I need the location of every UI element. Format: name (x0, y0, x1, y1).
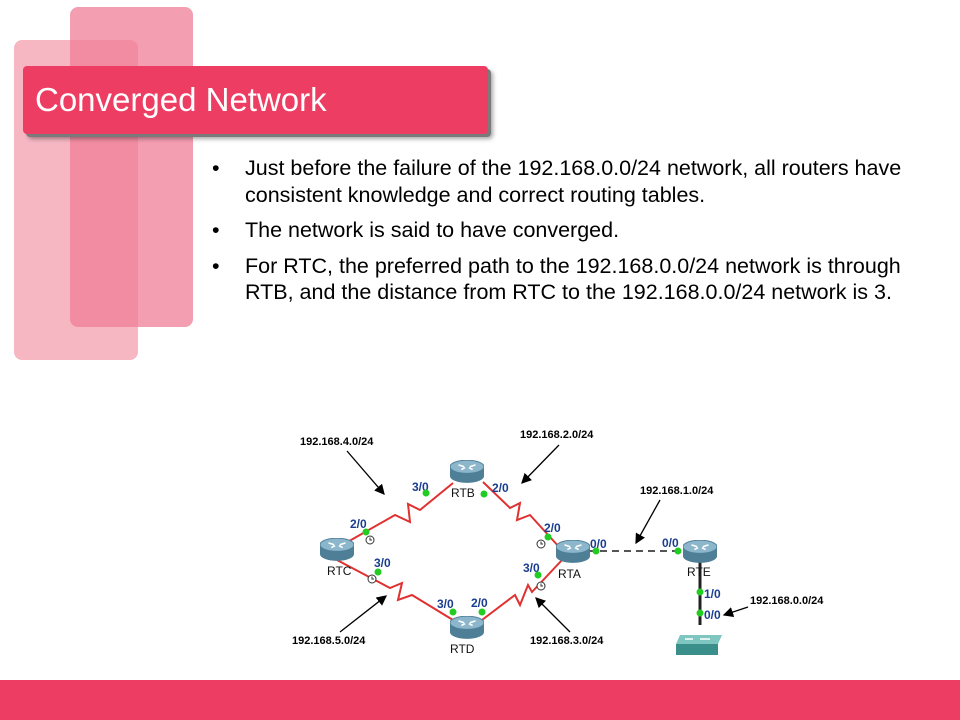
network-label: 192.168.3.0/24 (530, 635, 604, 647)
network-label: 192.168.1.0/24 (640, 485, 714, 497)
port-indicator (478, 608, 486, 616)
router-rte-icon[interactable] (683, 540, 717, 563)
bullet-item: • For RTC, the preferred path to the 192… (212, 253, 912, 306)
serial-link-rtc-rtb (336, 482, 454, 549)
port-indicator (696, 609, 704, 617)
network-label: 192.168.0.0/24 (750, 595, 824, 607)
router-rtc-icon[interactable] (320, 538, 354, 561)
port-label: 3/0 (437, 597, 454, 611)
callout-arrow (346, 450, 385, 495)
bullet-marker: • (212, 218, 220, 242)
router-label-rte: RTE (687, 565, 711, 579)
router-label-rtb: RTB (451, 486, 475, 500)
network-label: 192.168.2.0/24 (520, 429, 594, 441)
clock-icon (367, 574, 377, 584)
router-label-rtd: RTD (450, 642, 475, 656)
bullet-text: The network is said to have converged. (245, 218, 620, 242)
callout-arrow (339, 595, 388, 633)
bullet-list: • Just before the failure of the 192.168… (212, 155, 912, 315)
clock-icon (365, 535, 375, 545)
footer-bar (0, 680, 960, 720)
bullet-marker: • (212, 253, 220, 278)
port-indicator (422, 489, 430, 497)
serial-link-rtc-rtd (336, 559, 454, 621)
slide-title: Converged Network (35, 81, 327, 118)
port-label: 3/0 (523, 561, 540, 575)
port-label: 2/0 (471, 596, 488, 610)
port-indicator (544, 533, 552, 541)
bullet-text: Just before the failure of the 192.168.0… (245, 156, 902, 207)
bullet-marker: • (212, 156, 220, 180)
port-label: 0/0 (662, 536, 679, 550)
clock-icon (536, 539, 546, 549)
port-label: 0/0 (590, 537, 607, 551)
bullet-text: For RTC, the preferred path to the 192.1… (245, 253, 901, 305)
port-label: 1/0 (704, 587, 721, 601)
serial-link-rtd-rta (481, 559, 563, 621)
port-label: 0/0 (704, 608, 721, 622)
network-label: 192.168.5.0/24 (292, 635, 366, 647)
title-banner: Converged Network (23, 66, 488, 134)
port-label: 2/0 (492, 481, 509, 495)
port-indicator (534, 571, 542, 579)
router-rtb-icon[interactable] (450, 460, 484, 483)
router-label-rta: RTA (558, 567, 581, 581)
port-label: 2/0 (544, 521, 561, 535)
bullet-item: • Just before the failure of the 192.168… (212, 155, 912, 208)
bullet-item: • The network is said to have converged. (212, 217, 912, 244)
port-indicator (374, 568, 382, 576)
port-indicator (449, 608, 457, 616)
port-label: 2/0 (350, 517, 367, 531)
port-indicator (362, 528, 370, 536)
callout-arrow (535, 597, 571, 633)
callout-arrow (722, 606, 749, 618)
port-indicator (696, 588, 704, 596)
port-indicator (674, 547, 682, 555)
port-indicator (592, 547, 600, 555)
callout-arrow (521, 444, 560, 484)
router-rtd-icon[interactable] (450, 616, 484, 639)
port-label: 3/0 (374, 556, 391, 570)
network-label: 192.168.4.0/24 (300, 436, 374, 448)
router-rta-icon[interactable] (556, 540, 590, 563)
network-topology-diagram: RTB RTC RTA RTD RTE 3/0 2/0 2/0 3/0 2/0 … (292, 429, 824, 656)
clock-icon (536, 581, 546, 591)
port-indicator (480, 490, 488, 498)
serial-link-rtb-rta (482, 481, 561, 549)
callout-arrow (635, 499, 661, 545)
router-label-rtc: RTC (327, 564, 352, 578)
decorative-panel-front (70, 7, 193, 327)
switch-icon[interactable] (676, 635, 722, 655)
